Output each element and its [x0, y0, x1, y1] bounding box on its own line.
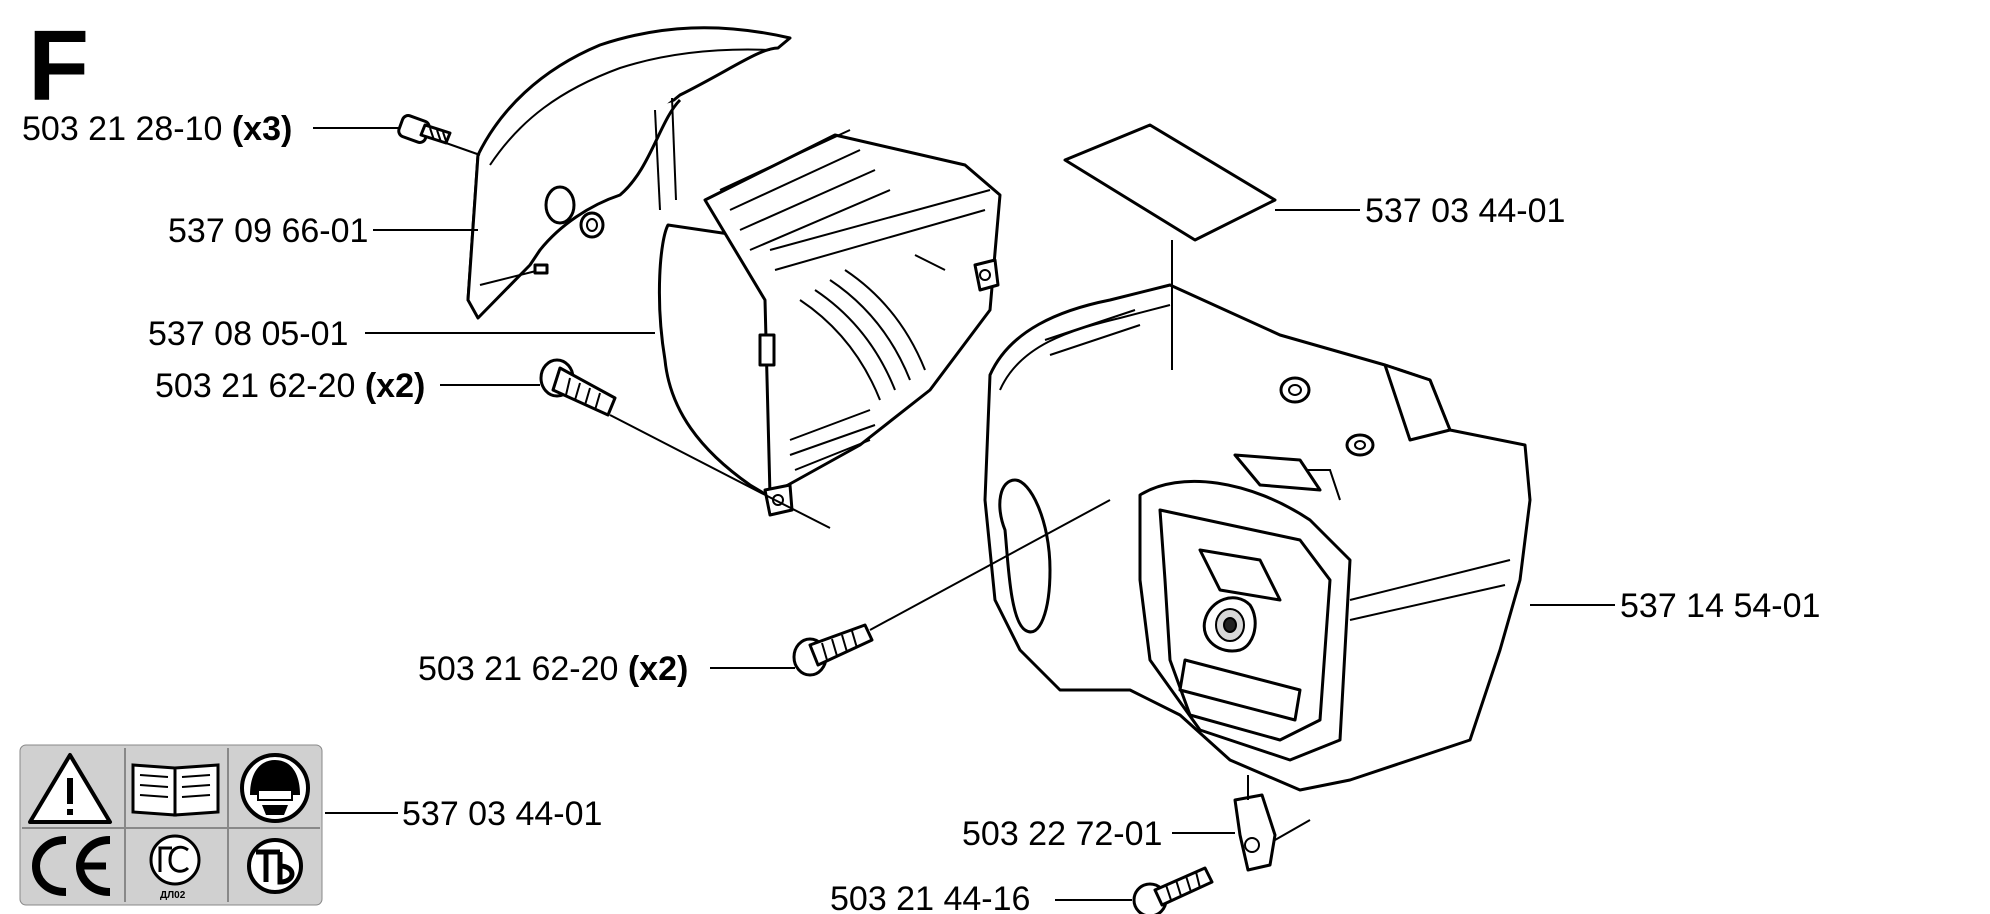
- label-537-03-44-01-decal: 537 03 44-01: [402, 795, 602, 833]
- starter-housing-part: [983, 283, 1532, 792]
- label-503-22-72-01: 503 22 72-01: [962, 815, 1162, 853]
- gost-r-mark-icon: ДЛ02: [149, 834, 201, 901]
- cylinder-shroud-part: [657, 129, 1002, 517]
- screw-503-21-28-10: [397, 114, 452, 145]
- section-letter: F: [28, 10, 89, 122]
- label-537-09-66-01: 537 09 66-01: [168, 212, 368, 250]
- screw-503-21-62-20-b: [792, 623, 874, 677]
- helmet-protection-icon: [240, 753, 310, 823]
- warning-triangle-icon: [28, 753, 112, 824]
- leader-lines: [313, 127, 1615, 901]
- decal-small-text: ДЛ02: [160, 890, 186, 901]
- gost-tb-mark-icon: [247, 838, 303, 894]
- cylinder-cover-part: [466, 26, 792, 320]
- label-503-21-62-20-top: 503 21 62-20 (x2): [155, 367, 425, 405]
- decal-part-top: [1063, 123, 1277, 242]
- label-503-21-62-20-bottom: 503 21 62-20 (x2): [418, 650, 688, 688]
- bracket-503-22-72-01: [1233, 793, 1277, 872]
- label-537-08-05-01: 537 08 05-01: [148, 315, 348, 353]
- screw-503-21-44-16: [1132, 866, 1214, 914]
- label-503-21-44-16: 503 21 44-16: [830, 880, 1030, 914]
- label-503-21-28-10: 503 21 28-10 (x3): [22, 110, 292, 148]
- warning-decal: ДЛ02: [19, 744, 323, 906]
- label-537-03-44-01-top: 537 03 44-01: [1365, 192, 1565, 230]
- ce-mark-icon: [31, 836, 111, 896]
- label-537-14-54-01: 537 14 54-01: [1620, 587, 1820, 625]
- manual-book-icon: [131, 763, 220, 817]
- screw-503-21-62-20-a: [539, 358, 617, 417]
